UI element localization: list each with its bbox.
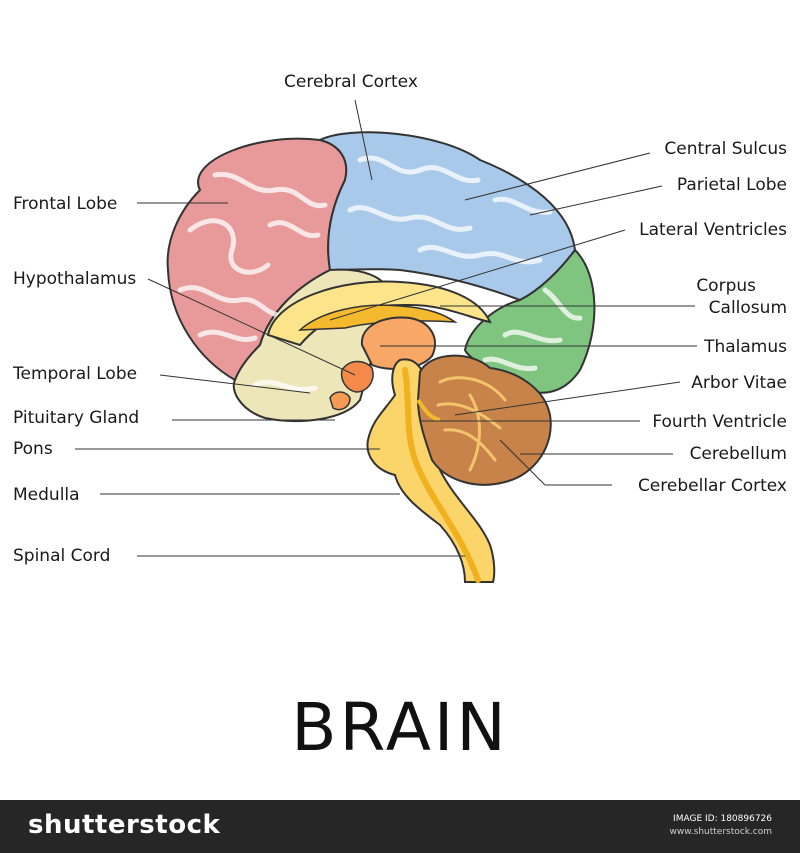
label-medulla: Medulla: [13, 485, 80, 505]
arbor-vitae-branches: [436, 376, 507, 472]
label-cerebral-cortex: Cerebral Cortex: [284, 72, 418, 92]
label-fourth-ventricle: Fourth Ventricle: [652, 412, 787, 432]
footer-brand-logo: shutterstock: [28, 810, 221, 840]
footer-image-id-text: IMAGE ID: 180896726: [673, 814, 772, 824]
central-canal-line: [402, 367, 481, 583]
label-lateral-ventricles: Lateral Ventricles: [639, 220, 787, 240]
pituitary-gland-region: [329, 391, 351, 411]
brain-illustration: [75, 99, 697, 583]
label-temporal-lobe: Temporal Lobe: [13, 364, 138, 384]
label-corpus-callosum-line2: Callosum: [708, 298, 787, 318]
fourth-ventricle-mark: [416, 398, 441, 422]
cerebellum-region: [416, 354, 552, 486]
label-cerebellar-cortex: Cerebellar Cortex: [637, 476, 787, 496]
label-corpus-callosum-line1: Corpus: [696, 276, 756, 296]
gyri-pattern: [177, 155, 583, 392]
leader-lines: [75, 99, 697, 557]
footer-site-url: www.shutterstock.com: [669, 827, 772, 837]
label-central-sulcus: Central Sulcus: [664, 139, 787, 159]
stock-footer-bar: shutterstock IMAGE ID: 180896726 www.shu…: [0, 800, 800, 853]
label-cerebellum: Cerebellum: [689, 444, 787, 464]
label-pituitary-gland: Pituitary Gland: [13, 408, 140, 428]
label-parietal-lobe: Parietal Lobe: [676, 175, 787, 195]
hypothalamus-region: [340, 360, 374, 393]
footer-image-id: IMAGE ID: 180896726 www.shutterstock.com: [670, 813, 772, 839]
brain-diagram: Cerebral Cortex Frontal Lobe Hypothalamu…: [13, 72, 787, 766]
label-arbor-vitae: Arbor Vitae: [691, 373, 787, 393]
label-corpus-callosum: Corpus Callosum: [696, 275, 787, 319]
diagram-title: BRAIN: [291, 689, 509, 766]
label-frontal-lobe: Frontal Lobe: [13, 194, 118, 214]
label-spinal-cord: Spinal Cord: [13, 546, 111, 566]
label-pons: Pons: [13, 439, 53, 459]
label-hypothalamus: Hypothalamus: [13, 269, 137, 289]
label-thalamus: Thalamus: [704, 337, 787, 357]
